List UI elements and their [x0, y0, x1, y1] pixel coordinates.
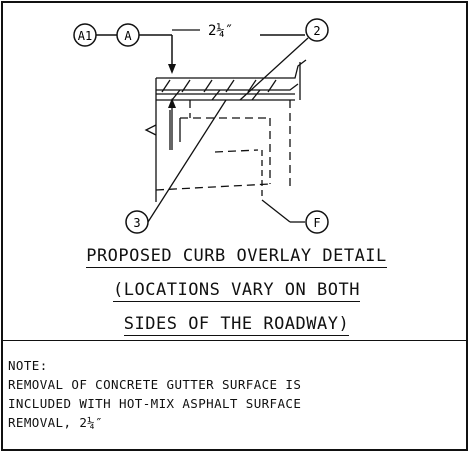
- dimension-label: 2¼″: [208, 23, 233, 39]
- callout-2-label: 2: [313, 24, 320, 38]
- detail-subtitle-1: (LOCATIONS VARY ON BOTH: [113, 280, 360, 302]
- note-divider: [3, 340, 468, 341]
- overlay-layer: [156, 59, 307, 101]
- callout-a: A: [116, 23, 140, 47]
- callout-2: 2: [305, 18, 329, 42]
- drawing-border: [1, 1, 468, 451]
- callout-3-label: 3: [133, 216, 140, 230]
- note-heading: NOTE:: [8, 358, 48, 373]
- note-line-3: REMOVAL, 2¼″: [8, 415, 104, 430]
- callout-a-label: A: [124, 29, 132, 43]
- callout-f-label: F: [313, 216, 320, 230]
- pavement-section: [144, 78, 291, 202]
- detail-subtitle-2: SIDES OF THE ROADWAY): [123, 314, 350, 336]
- callout-a1: A1: [73, 23, 97, 47]
- callout-3: 3: [125, 210, 149, 234]
- callout-a1-label: A1: [78, 29, 92, 43]
- note-line-1: REMOVAL OF CONCRETE GUTTER SURFACE IS: [8, 377, 302, 392]
- curb-overlay-drawing: A1 A 2¼″ 2: [73, 18, 329, 234]
- callout-f: F: [305, 210, 329, 234]
- detail-title: PROPOSED CURB OVERLAY DETAIL: [86, 246, 387, 268]
- note-line-2: INCLUDED WITH HOT-MIX ASPHALT SURFACE: [8, 396, 302, 411]
